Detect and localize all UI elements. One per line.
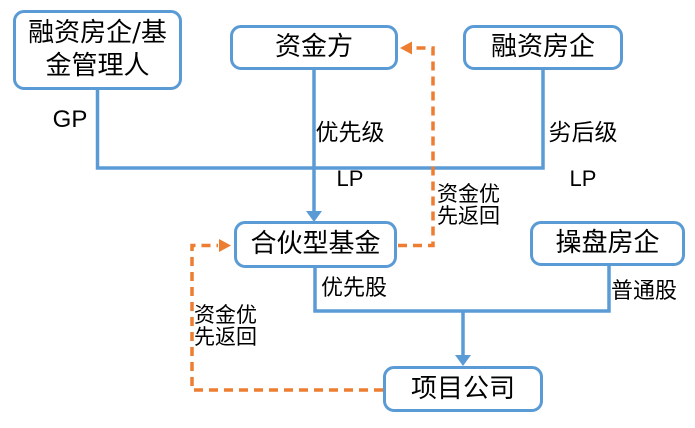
node-financier-lp: 融资房企 bbox=[463, 25, 623, 70]
connector-gp-to-fund-tree bbox=[95, 70, 545, 170]
edge-label-senior-lp: 优先级 LP bbox=[313, 99, 387, 213]
edge-label-capital-return-right: 资金优 先返回 bbox=[437, 182, 500, 228]
edge-label-junior-lp: 劣后级 LP bbox=[546, 99, 620, 213]
node-project-company: 项目公司 bbox=[383, 366, 543, 412]
edge-label-capital-return-left: 资金优 先返回 bbox=[194, 303, 257, 349]
node-financier-gp: 融资房企/基 金管理人 bbox=[13, 10, 182, 90]
dashed-return-fund-to-capital bbox=[398, 46, 435, 248]
edge-label-gp: GP bbox=[52, 106, 88, 133]
node-capital-provider: 资金方 bbox=[230, 25, 398, 70]
edge-label-common-shares: 普通股 bbox=[611, 279, 678, 304]
dashed-return-project-to-fund bbox=[190, 243, 383, 392]
arrowhead-join-to-project bbox=[455, 355, 471, 366]
edge-label-junior-tranche: 劣后级 bbox=[548, 120, 618, 146]
arrowhead-return-to-fund bbox=[219, 239, 231, 252]
arrowhead-capital-to-fund bbox=[306, 211, 322, 222]
edge-label-senior-tranche: 优先级 bbox=[315, 120, 385, 146]
edge-label-junior-lp-text: LP bbox=[569, 166, 597, 191]
node-operating-developer: 操盘房企 bbox=[530, 221, 685, 266]
edge-label-preferred-shares: 优先股 bbox=[321, 276, 388, 301]
node-partnership-fund: 合伙型基金 bbox=[234, 221, 397, 268]
arrowhead-return-to-capital bbox=[400, 41, 412, 55]
edge-label-senior-lp-text: LP bbox=[336, 166, 364, 191]
